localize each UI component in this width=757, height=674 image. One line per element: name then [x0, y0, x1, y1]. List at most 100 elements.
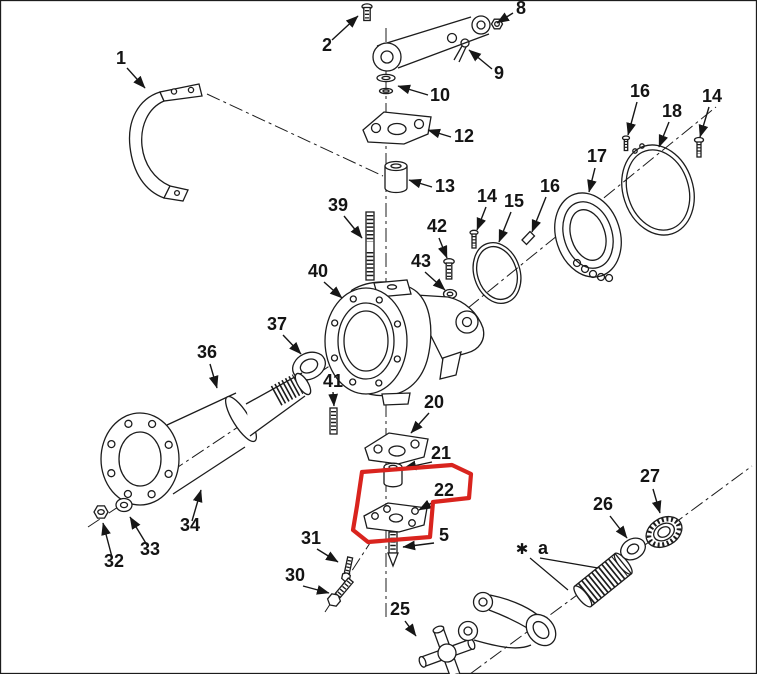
arrow-to-part-33	[129, 516, 148, 546]
arrow-to-part-14a	[476, 206, 487, 231]
part-17-seal	[554, 192, 622, 283]
part-40-knuckle-housing	[324, 279, 485, 406]
callout-15: 15	[504, 191, 524, 211]
callout-13: 13	[435, 176, 455, 196]
callout-41: 41	[323, 371, 343, 391]
part-32-nut	[93, 505, 109, 519]
callout-10: 10	[430, 85, 450, 105]
part-20-plate	[364, 432, 429, 465]
callout-17: 17	[587, 146, 607, 166]
arrow-to-part-8	[496, 12, 514, 24]
part-39-stud	[365, 211, 375, 281]
part-5-fitting	[387, 531, 399, 568]
arrow-to-part-34	[191, 489, 203, 522]
part-14a-pin	[469, 229, 479, 249]
callout-34: 34	[180, 515, 200, 535]
part-1-clamp	[128, 83, 203, 202]
arrow-to-part-26	[609, 515, 628, 539]
callout-20: 20	[424, 392, 444, 412]
part-27-bearing	[645, 515, 683, 549]
part-steering-arm	[372, 15, 491, 72]
arrow-to-part-16b	[626, 101, 638, 136]
arrow-to-part-30	[302, 585, 330, 595]
arrow-to-part-40	[323, 281, 343, 299]
callout-8: 8	[516, 0, 526, 18]
arrow-to-part-27	[651, 488, 662, 514]
callout-39: 39	[328, 195, 348, 215]
callout-27: 27	[640, 466, 660, 486]
footnote-label-a: a	[538, 538, 549, 558]
callout-12: 12	[454, 126, 474, 146]
part-10-washers	[376, 73, 396, 95]
part-26-washer	[620, 537, 646, 561]
arrow-to-part-39	[343, 215, 363, 239]
callout-33: 33	[140, 539, 160, 559]
part-22-plate	[363, 502, 428, 533]
part-15-ring	[472, 242, 522, 304]
arrow-to-part-20	[410, 412, 430, 434]
part-13-bushing	[384, 160, 408, 194]
part-37-bushing-ring	[291, 351, 327, 381]
arrow-to-part-13	[408, 178, 433, 189]
arrow-to-part-42	[437, 237, 448, 259]
part-a-splined-shaft	[573, 552, 633, 608]
footnote-marker-asterisk: ✱	[516, 540, 529, 558]
callout-32: 32	[104, 551, 124, 571]
part-33-washer	[115, 497, 133, 513]
arrow-to-part-17	[587, 167, 597, 193]
arrow-to-part-2	[331, 15, 359, 41]
callout-31: 31	[301, 528, 321, 548]
callout-labels: 1 2 8 9 10 12 13 39 42 43 14 15 16 17 16…	[104, 0, 722, 619]
part-30-bolt	[326, 577, 355, 607]
callout-36: 36	[197, 342, 217, 362]
arrow-to-part-32	[101, 522, 113, 558]
callout-18: 18	[662, 101, 682, 121]
arrow-to-part-9	[468, 49, 493, 70]
arrow-to-part-25	[404, 620, 417, 637]
leader-footnote-a-1	[529, 557, 569, 591]
part-9-cotter-pin	[453, 38, 470, 63]
arrow-to-part-16a	[531, 196, 547, 233]
part-43-washer	[442, 288, 458, 300]
arrow-to-part-37	[282, 334, 302, 355]
part-41-stud	[329, 407, 338, 435]
arrow-to-part-1	[126, 67, 146, 89]
part-42-bolt	[443, 258, 455, 280]
leader-footnote-a-2	[539, 557, 599, 569]
arrow-to-part-5	[402, 540, 435, 551]
callout-42: 42	[427, 216, 447, 236]
callout-26: 26	[593, 494, 613, 514]
callout-30: 30	[285, 565, 305, 585]
arrow-to-part-43	[424, 271, 446, 291]
part-18-snap-ring	[621, 143, 695, 236]
arrow-to-part-18	[658, 121, 670, 148]
arrow-to-part-15	[498, 211, 512, 243]
callout-40: 40	[308, 261, 328, 281]
callout-21: 21	[431, 443, 451, 463]
part-12-plate	[362, 111, 432, 145]
callout-2: 2	[322, 35, 332, 55]
part-yoke	[457, 591, 557, 649]
arrow-to-part-31	[316, 548, 339, 563]
arrow-to-part-10	[397, 84, 429, 96]
callout-14b: 14	[702, 86, 722, 106]
part-2-bolt	[361, 3, 373, 22]
part-16a-key	[521, 230, 536, 246]
callout-16a: 16	[540, 176, 560, 196]
part-36-axle-shaft	[100, 372, 312, 506]
callout-43: 43	[411, 251, 431, 271]
callout-25: 25	[390, 599, 410, 619]
callout-16b: 16	[630, 81, 650, 101]
part-21-bushing	[383, 462, 403, 488]
part-16b-screw	[621, 135, 631, 152]
arrow-to-part-12	[427, 128, 452, 139]
arrow-to-part-36	[208, 363, 219, 389]
arrow-to-part-14b	[698, 106, 710, 138]
arrow-to-part-41	[328, 391, 339, 407]
highlight-annotation-part-22	[350, 462, 474, 545]
callout-9: 9	[494, 63, 504, 83]
callout-37: 37	[267, 314, 287, 334]
leader-arrows	[101, 12, 710, 637]
